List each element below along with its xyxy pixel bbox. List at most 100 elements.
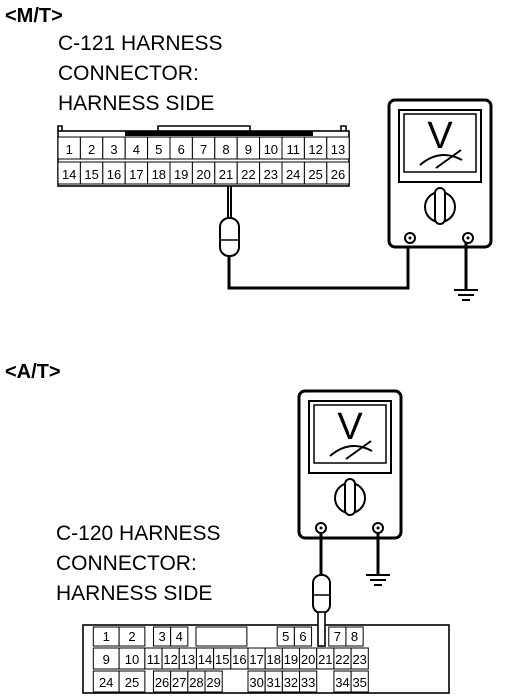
at-pin-34: 34 — [335, 675, 349, 690]
mt-meter-display — [403, 113, 477, 173]
at-pin-12: 12 — [163, 652, 177, 667]
mt-pin-23: 23 — [264, 167, 278, 182]
mt-pin-2: 2 — [88, 142, 95, 157]
at-blank-slot — [195, 626, 248, 647]
mt-pin-6: 6 — [178, 142, 185, 157]
mt-lock-tab — [125, 131, 313, 136]
at-pin-22: 22 — [335, 652, 349, 667]
mt-pin-10: 10 — [264, 142, 278, 157]
mt-pin-26-cell — [326, 161, 350, 185]
at-pin-19: 19 — [284, 652, 298, 667]
mt-pin-7: 7 — [200, 142, 207, 157]
at-pin-24: 24 — [99, 675, 113, 690]
at-voltmeter: V — [297, 389, 403, 540]
at-pin-35-cell — [350, 670, 369, 693]
mt-caption-line-1: C-121 HARNESS — [58, 32, 223, 55]
at-pin-29-cell — [204, 670, 223, 693]
at-pin-9: 9 — [103, 652, 110, 667]
at-pin-35: 35 — [352, 675, 366, 690]
mt-voltage-symbol: V — [427, 115, 453, 157]
at-pin-18: 18 — [267, 652, 281, 667]
mt-pin-1: 1 — [66, 142, 73, 157]
at-pin-6: 6 — [299, 629, 306, 644]
at-pin-8: 8 — [351, 629, 358, 644]
at-caption-line-1: C-120 HARNESS — [56, 522, 221, 545]
mt-meter-needle — [435, 149, 462, 169]
at-meter-scale — [329, 445, 373, 457]
at-pin-33-cell — [299, 670, 318, 693]
at-pin-11: 11 — [147, 652, 161, 667]
at-selector-knob-icon — [334, 478, 366, 516]
mt-caption-line-2: CONNECTOR: — [58, 62, 199, 85]
at-pin-27: 27 — [172, 675, 186, 690]
at-pin-33: 33 — [301, 675, 315, 690]
mt-pin-18: 18 — [152, 167, 166, 182]
at-pin-10: 10 — [125, 652, 139, 667]
mt-pin-20: 20 — [196, 167, 210, 182]
mt-pin-12: 12 — [308, 142, 322, 157]
mt-caption-line-3: HARNESS SIDE — [58, 92, 214, 115]
mt-pin-21: 21 — [219, 167, 233, 182]
at-pin-29: 29 — [206, 675, 220, 690]
at-pin-31: 31 — [267, 675, 281, 690]
at-pin-32: 32 — [284, 675, 298, 690]
at-pin-15: 15 — [215, 652, 229, 667]
mt-pin-14: 14 — [62, 167, 76, 182]
at-pin-4: 4 — [176, 629, 183, 644]
mt-pin-22: 22 — [241, 167, 255, 182]
mt-test-probe — [219, 186, 240, 257]
at-test-probe — [312, 574, 331, 647]
mt-ground-icon — [454, 243, 478, 301]
at-pin-2: 2 — [128, 629, 135, 644]
at-pin-26: 26 — [155, 675, 169, 690]
at-pin-4-cell — [170, 626, 189, 647]
at-meter-display — [313, 404, 387, 464]
at-heading: <A/T> — [5, 361, 61, 383]
mt-pin-4: 4 — [133, 142, 140, 157]
at-pin-20: 20 — [301, 652, 315, 667]
mt-voltmeter: V — [387, 98, 493, 249]
mt-pin-15: 15 — [84, 167, 98, 182]
at-ground-icon — [366, 533, 390, 586]
at-pin-8-cell — [345, 626, 364, 647]
at-connector-body — [82, 624, 450, 694]
mt-meter-scale — [419, 154, 463, 166]
at-meter-needle — [345, 440, 372, 460]
mt-pin-24: 24 — [286, 167, 300, 182]
at-pin-5: 5 — [282, 629, 289, 644]
at-pin-25: 25 — [125, 675, 139, 690]
at-pin-23: 23 — [352, 652, 366, 667]
mt-pin-19: 19 — [174, 167, 188, 182]
at-pin-28: 28 — [189, 675, 203, 690]
mt-pin-9: 9 — [245, 142, 252, 157]
at-pin-3: 3 — [158, 629, 165, 644]
at-pin-1: 1 — [103, 629, 110, 644]
mt-pin-11: 11 — [286, 142, 300, 157]
mt-pin-17: 17 — [129, 167, 143, 182]
mt-pin-26: 26 — [331, 167, 345, 182]
at-pin-6-cell — [293, 626, 313, 647]
at-voltage-symbol: V — [337, 406, 363, 448]
mt-pin-13-cell — [326, 136, 350, 160]
at-caption-line-3: HARNESS SIDE — [56, 582, 212, 605]
at-pin-30: 30 — [249, 675, 263, 690]
at-pin-25-cell — [118, 670, 146, 693]
mt-pin-3: 3 — [110, 142, 117, 157]
at-pin-13: 13 — [181, 652, 195, 667]
at-pin-14: 14 — [198, 652, 212, 667]
at-pin-17: 17 — [249, 652, 263, 667]
mt-pin-8: 8 — [222, 142, 229, 157]
mt-probe-lead — [227, 238, 410, 290]
at-pin-7: 7 — [334, 629, 341, 644]
at-pin-23-cell — [350, 647, 369, 670]
mt-pin-16: 16 — [107, 167, 121, 182]
mt-pin-13: 13 — [331, 142, 345, 157]
mt-heading: <M/T> — [5, 5, 63, 27]
mt-selector-knob-icon — [424, 187, 456, 225]
mt-pin-25: 25 — [308, 167, 322, 182]
